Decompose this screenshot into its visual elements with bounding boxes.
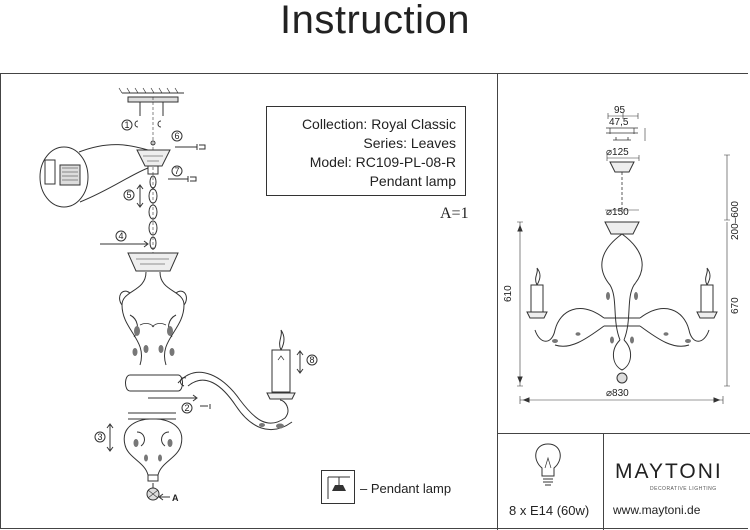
lower-body xyxy=(123,412,183,501)
callout-8: 8 xyxy=(296,350,318,374)
callout-2: 2 xyxy=(148,394,211,414)
dimension-drawing: 95 47,5 ⌀125 ⌀150 ⌀830 xyxy=(503,105,741,404)
product-info-box: Collection: Royal Classic Series: Leaves… xyxy=(266,106,466,196)
part-a-count: A=1 xyxy=(440,205,469,222)
callout-7-label: 7 xyxy=(175,166,180,176)
chain xyxy=(148,175,158,250)
dim-cup-diameter: ⌀150 xyxy=(606,207,629,218)
page-title: Instruction xyxy=(279,0,471,42)
dim-top-half: 47,5 xyxy=(609,117,629,128)
body-frame xyxy=(119,271,187,392)
callout-6-label: 6 xyxy=(175,131,180,141)
series-label: Series: Leaves xyxy=(363,135,456,151)
collection-label: Collection: Royal Classic xyxy=(301,116,456,132)
dim-chain-length: 200–600 xyxy=(730,201,741,240)
callout-1-label: 1 xyxy=(125,120,130,130)
type-label: Pendant lamp xyxy=(369,173,456,189)
brand-tagline: DECORATIVE LIGHTING xyxy=(650,486,717,492)
instruction-frame xyxy=(0,73,748,529)
part-a-marker: A xyxy=(158,493,179,503)
callout-4: 4 xyxy=(100,230,149,248)
callout-8-label: 8 xyxy=(310,355,315,365)
divider xyxy=(497,73,498,530)
dim-body-height: 610 xyxy=(503,285,514,302)
bulb-spec: 8 x E14 (60w) xyxy=(509,503,590,518)
ceiling-mount xyxy=(118,87,184,260)
divider xyxy=(497,433,750,434)
callout-3: 3 xyxy=(94,423,114,452)
legend-label: – Pendant lamp xyxy=(360,481,452,496)
canopy xyxy=(136,140,171,175)
callout-6: 6 xyxy=(171,130,206,150)
callout-2-label: 2 xyxy=(185,403,190,413)
model-label: Model: RC109-PL-08-R xyxy=(309,154,456,170)
pendant-lamp-legend-icon xyxy=(321,470,355,504)
callout-5: 5 xyxy=(123,184,144,208)
lamp-arm xyxy=(177,329,296,431)
brand-logo: MAYTONI xyxy=(615,460,723,483)
divider xyxy=(603,433,604,530)
callout-4-label: 4 xyxy=(119,231,124,241)
dim-total-height: 670 xyxy=(730,297,741,314)
detail-magnifier xyxy=(39,144,149,208)
top-cup xyxy=(127,252,179,272)
dim-top-width: 95 xyxy=(614,105,626,116)
dim-canopy-diameter: ⌀125 xyxy=(606,147,629,158)
part-a-label: A xyxy=(172,493,179,503)
callout-7: 7 xyxy=(168,165,197,182)
brand-website: www.maytoni.de xyxy=(613,503,701,517)
callout-5-label: 5 xyxy=(127,190,132,200)
dim-diameter: ⌀830 xyxy=(606,388,629,399)
pendant-lamp-icon xyxy=(327,476,350,499)
bulb-icon xyxy=(535,443,561,486)
callout-3-label: 3 xyxy=(98,432,103,442)
callout-1: 1 xyxy=(121,119,133,131)
